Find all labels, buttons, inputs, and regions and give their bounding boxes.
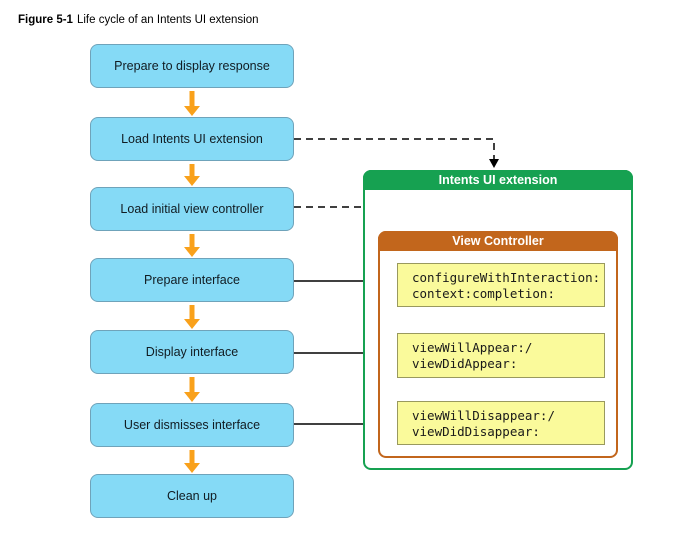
method-box-view-appear: viewWillAppear:/ viewDidAppear:	[397, 333, 605, 378]
flow-step-prepare-interface: Prepare interface	[90, 258, 294, 302]
flow-step-user-dismisses: User dismisses interface	[90, 403, 294, 447]
flow-step-load-extension: Load Intents UI extension	[90, 117, 294, 161]
dashed-connector-load-extension	[294, 138, 499, 168]
intents-ui-extension-header: Intents UI extension	[363, 170, 633, 190]
flow-step-load-view-controller: Load initial view controller	[90, 187, 294, 231]
flow-step-clean-up: Clean up	[90, 474, 294, 518]
flow-arrow-down	[184, 91, 200, 473]
figure-caption: Life cycle of an Intents UI extension	[76, 14, 259, 26]
flow-step-prepare-response: Prepare to display response	[90, 44, 294, 88]
figure-label: Figure 5-1	[18, 14, 73, 26]
method-box-view-disappear: viewWillDisappear:/ viewDidDisappear:	[397, 401, 605, 445]
flow-step-display-interface: Display interface	[90, 330, 294, 374]
view-controller-header: View Controller	[378, 231, 618, 251]
method-box-configure: configureWithInteraction: context:comple…	[397, 263, 605, 307]
